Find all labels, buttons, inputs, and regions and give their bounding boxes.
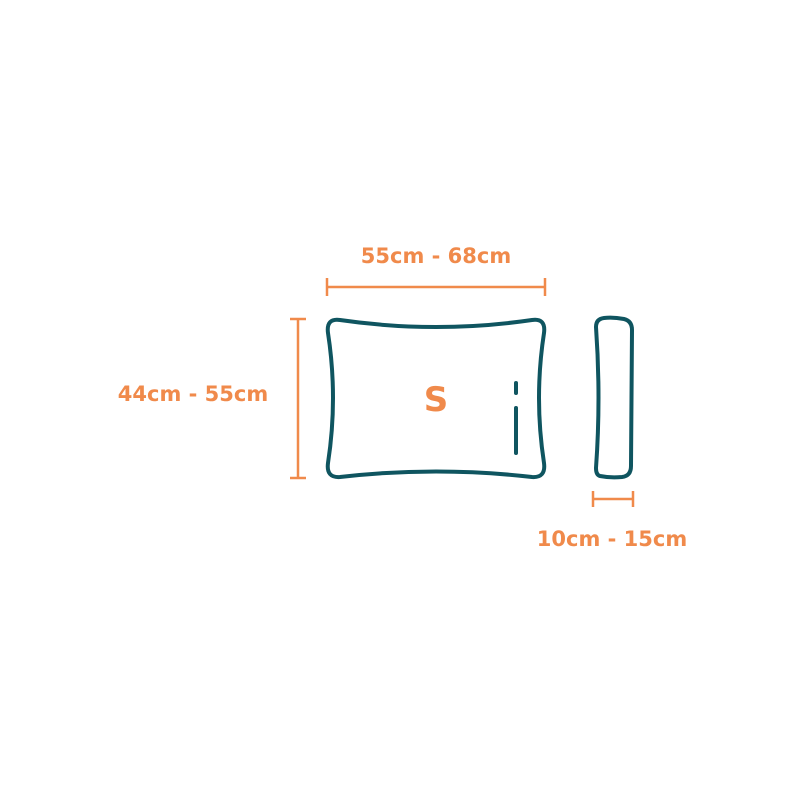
pillow-outline [325, 317, 547, 480]
pillow-side-view [594, 315, 634, 480]
pillow-front-view: S [325, 317, 547, 480]
height-dimension: 44cm - 55cm [118, 317, 306, 480]
width-label: 55cm - 68cm [361, 244, 511, 268]
width-dimension: 55cm - 68cm [325, 244, 547, 296]
height-label: 44cm - 55cm [118, 382, 268, 406]
thickness-dimension: 10cm - 15cm [537, 491, 687, 551]
size-letter: S [424, 380, 449, 420]
pillow-side-outline [594, 315, 634, 480]
thickness-label: 10cm - 15cm [537, 527, 687, 551]
